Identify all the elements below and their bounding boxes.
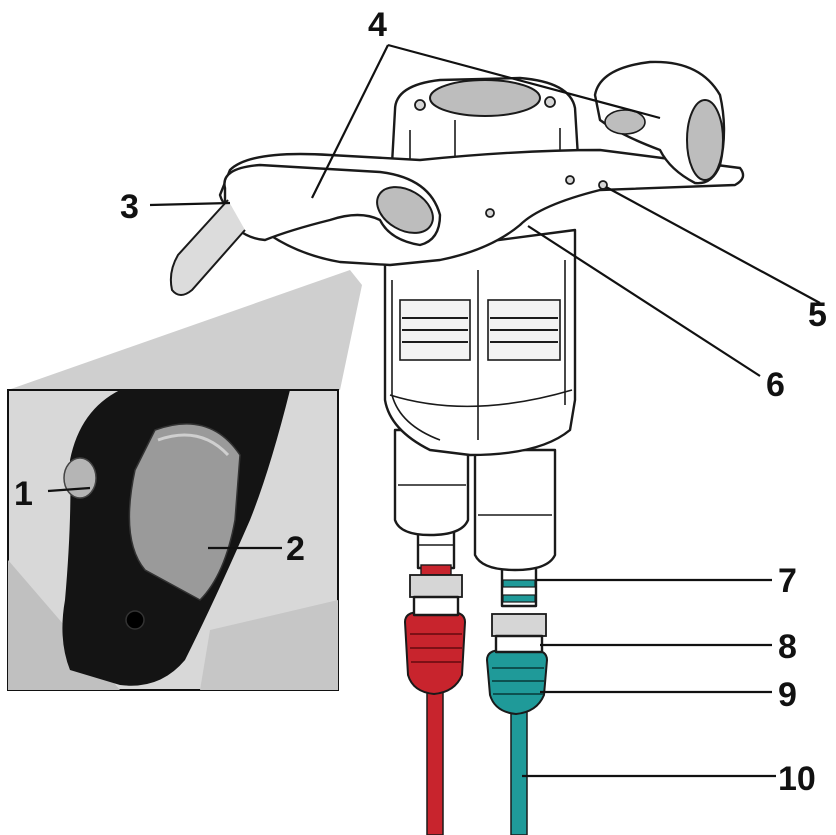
leader-1 [47,486,91,493]
vent-grille [399,299,561,361]
right-coupling [491,564,547,654]
callout-10: 10 [778,760,816,798]
callout-4: 4 [368,6,387,44]
callout-2: 2 [286,530,305,568]
red-hose [403,611,467,835]
left-handle [169,163,442,296]
leader-3 [149,201,231,207]
motor-body [383,228,577,457]
callout-5: 5 [808,296,827,334]
teal-hose [485,649,549,835]
leader-6 [527,225,761,377]
callout-7: 7 [778,562,797,600]
callout-8: 8 [778,628,797,666]
leader-5 [605,186,821,304]
callout-1: 1 [14,475,33,513]
right-handle [593,60,726,185]
spindle-housings [393,428,557,572]
leader-4a [311,44,389,199]
zoom-wedge [8,270,362,390]
callout-9: 9 [778,676,797,714]
callout-6: 6 [766,366,785,404]
detail-inset [7,389,339,691]
left-coupling [409,526,463,617]
leader-4b [387,43,661,120]
callout-3: 3 [120,188,139,226]
